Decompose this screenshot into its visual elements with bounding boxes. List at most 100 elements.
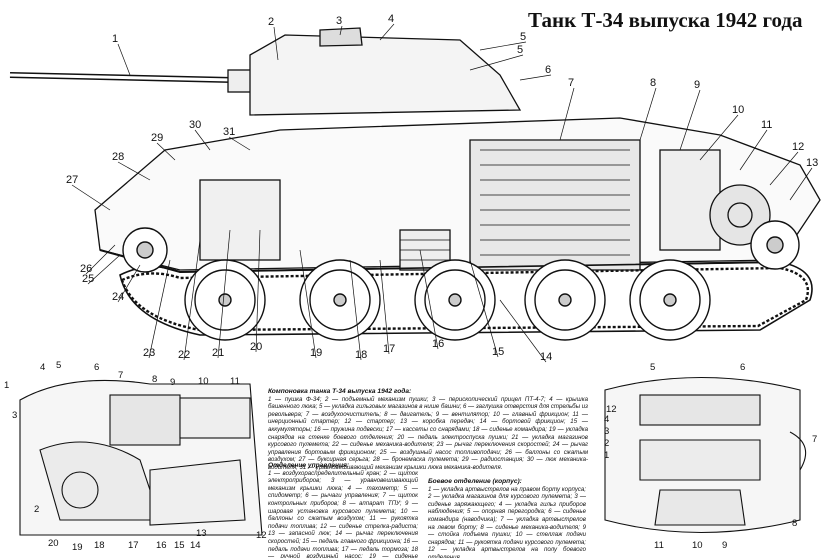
callout-3: 3 bbox=[336, 15, 342, 27]
callout-25: 25 bbox=[82, 273, 94, 285]
callout-12: 12 bbox=[606, 404, 617, 415]
legend-text: 1 — пушка Ф-34; 2 — подъемный механизм п… bbox=[268, 395, 588, 471]
callout-9: 9 bbox=[722, 540, 727, 551]
callout-14: 14 bbox=[190, 540, 201, 551]
leader-line bbox=[469, 259, 499, 358]
callout-3: 3 bbox=[604, 426, 609, 437]
callout-31: 31 bbox=[223, 126, 235, 138]
leader-line bbox=[117, 264, 141, 303]
leader-line bbox=[499, 299, 547, 363]
leader-line bbox=[469, 54, 524, 71]
callout-29: 29 bbox=[151, 132, 163, 144]
callout-8: 8 bbox=[152, 374, 157, 385]
callout-26: 26 bbox=[80, 263, 92, 275]
leader-line bbox=[769, 151, 799, 186]
callout-11: 11 bbox=[761, 119, 772, 131]
main-leader-lines bbox=[71, 23, 813, 363]
callout-19: 19 bbox=[310, 347, 322, 359]
legend-section1-heading: Отделение управления: bbox=[268, 462, 350, 469]
leader-line bbox=[217, 229, 231, 359]
leader-line bbox=[379, 23, 395, 41]
callout-10: 10 bbox=[692, 540, 703, 551]
callout-16: 16 bbox=[432, 338, 444, 350]
callout-7: 7 bbox=[118, 370, 123, 381]
road-wheels bbox=[122, 220, 800, 341]
leader-line bbox=[85, 244, 116, 275]
callout-6: 6 bbox=[740, 362, 745, 373]
callout-8: 8 bbox=[650, 77, 656, 89]
callout-27: 27 bbox=[66, 174, 78, 186]
leader-line bbox=[228, 136, 251, 151]
callout-1: 1 bbox=[112, 33, 118, 45]
callout-5: 5 bbox=[517, 44, 523, 56]
callout-15: 15 bbox=[174, 540, 185, 551]
callout-4: 4 bbox=[604, 414, 609, 425]
leader-line bbox=[699, 114, 739, 161]
leader-line bbox=[519, 74, 552, 81]
leader-line bbox=[349, 259, 362, 361]
callout-1: 1 bbox=[4, 380, 9, 391]
callout-17: 17 bbox=[383, 343, 395, 355]
callout-14: 14 bbox=[540, 351, 552, 363]
leader-line bbox=[479, 41, 527, 51]
callout-15: 15 bbox=[492, 346, 504, 358]
callout-10: 10 bbox=[732, 104, 744, 116]
callout-5: 5 bbox=[520, 31, 526, 43]
leader-line bbox=[339, 25, 343, 36]
leader-line bbox=[639, 87, 657, 141]
callout-7: 7 bbox=[568, 77, 574, 89]
leader-line bbox=[679, 89, 701, 151]
callout-20: 20 bbox=[48, 538, 59, 549]
callout-9: 9 bbox=[694, 79, 700, 91]
leader-line bbox=[71, 184, 111, 211]
callout-18: 18 bbox=[94, 540, 105, 551]
right-interior-view bbox=[604, 377, 807, 533]
callout-1: 1 bbox=[604, 450, 609, 461]
callout-2: 2 bbox=[604, 438, 609, 449]
callout-7: 7 bbox=[812, 434, 817, 445]
leader-line bbox=[194, 129, 211, 151]
callout-17: 17 bbox=[128, 540, 139, 551]
leader-line bbox=[299, 249, 317, 359]
callout-2: 2 bbox=[268, 16, 274, 28]
callout-4: 4 bbox=[40, 362, 45, 373]
callout-4: 4 bbox=[388, 13, 394, 25]
leader-line bbox=[117, 161, 151, 181]
callout-23: 23 bbox=[143, 347, 155, 359]
legend-section-control: Отделение управления: 1 — воздухораспред… bbox=[268, 462, 418, 558]
callout-16: 16 bbox=[156, 540, 167, 551]
callout-24: 24 bbox=[112, 291, 124, 303]
legend-section-combat: Боевое отделение (корпус): 1 — укладка а… bbox=[428, 478, 586, 558]
legend-section1-text: 1 — воздухораспределительный кран; 2 — щ… bbox=[268, 469, 418, 558]
callout-10: 10 bbox=[198, 376, 209, 387]
callout-3: 3 bbox=[12, 410, 17, 421]
leader-line bbox=[739, 129, 768, 171]
callout-6: 6 bbox=[545, 64, 551, 76]
callout-11: 11 bbox=[654, 540, 664, 551]
legend-heading: Компоновка танка Т-34 выпуска 1942 года: bbox=[268, 388, 412, 395]
leader-line bbox=[156, 142, 176, 161]
leader-line bbox=[255, 229, 261, 353]
legend-main: Компоновка танка Т-34 выпуска 1942 года:… bbox=[268, 388, 588, 474]
leader-line bbox=[559, 87, 575, 141]
left-interior-view bbox=[19, 379, 263, 536]
callout-30: 30 bbox=[189, 119, 201, 131]
callout-13: 13 bbox=[196, 528, 207, 539]
leader-line bbox=[87, 254, 121, 285]
leader-line bbox=[117, 43, 131, 76]
callout-11: 11 bbox=[230, 376, 240, 387]
leader-line bbox=[379, 259, 390, 355]
leader-line bbox=[789, 167, 813, 201]
callout-5: 5 bbox=[650, 362, 655, 373]
legend-section2-text: 1 — укладка артвыстрелов на правом борту… bbox=[428, 485, 586, 558]
callout-18: 18 bbox=[355, 349, 367, 361]
callout-9: 9 bbox=[170, 377, 175, 388]
legend-section2-heading: Боевое отделение (корпус): bbox=[428, 478, 522, 485]
callout-19: 19 bbox=[72, 542, 83, 553]
leader-line bbox=[273, 26, 279, 61]
